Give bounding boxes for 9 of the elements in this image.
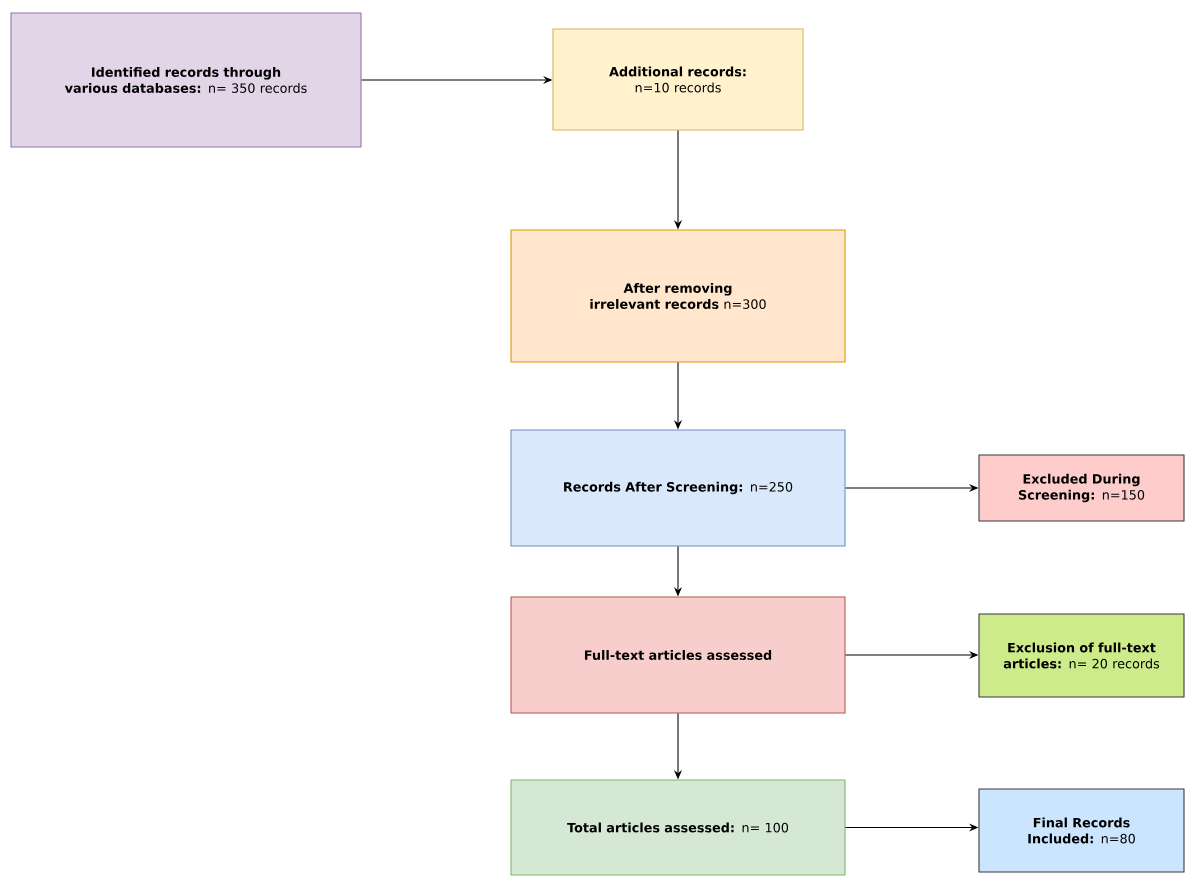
process-box: Identified records through various databases: n= 350 records bbox=[10, 12, 362, 148]
process-box: After removing irrelevant records n=300 bbox=[510, 229, 846, 363]
process-box: Final Records Included: n=80 bbox=[978, 788, 1185, 873]
process-box: Additional records: n=10 records bbox=[552, 28, 804, 131]
process-box: Excluded During Screening: n=150 bbox=[978, 454, 1185, 522]
process-box: Exclusion of full-text articles: n= 20 records bbox=[978, 613, 1185, 698]
process-box: Total articles assessed: n= 100 bbox=[510, 779, 846, 876]
process-box: Full-text articles assessed bbox=[510, 596, 846, 714]
process-box: Records After Screening: n=250 bbox=[510, 429, 846, 547]
